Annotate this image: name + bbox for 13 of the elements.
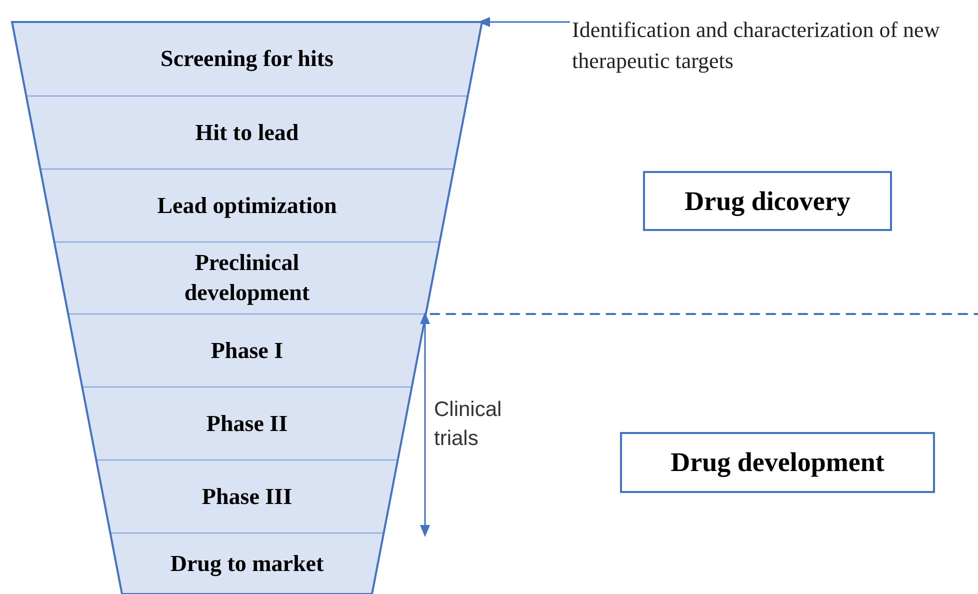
stage-label: Phase III — [202, 482, 292, 510]
annotation-text: Identification and characterization of new therapeutic targets — [572, 14, 978, 76]
stage-label: Phase I — [210, 336, 284, 364]
stage-label: Preclinical development — [183, 249, 311, 307]
stage-label: Screening for hits — [160, 45, 334, 74]
stage-label: Phase II — [206, 410, 288, 438]
stage-group-box: Drug development — [620, 432, 935, 493]
stage-label: Lead optimization — [157, 192, 337, 220]
stage-label: Drug to market — [170, 550, 324, 578]
stage-label: Hit to lead — [195, 118, 299, 146]
span-label: Clinical trials — [434, 397, 503, 452]
stage-group-box: Drug dicovery — [643, 171, 892, 231]
arrow — [478, 17, 570, 27]
